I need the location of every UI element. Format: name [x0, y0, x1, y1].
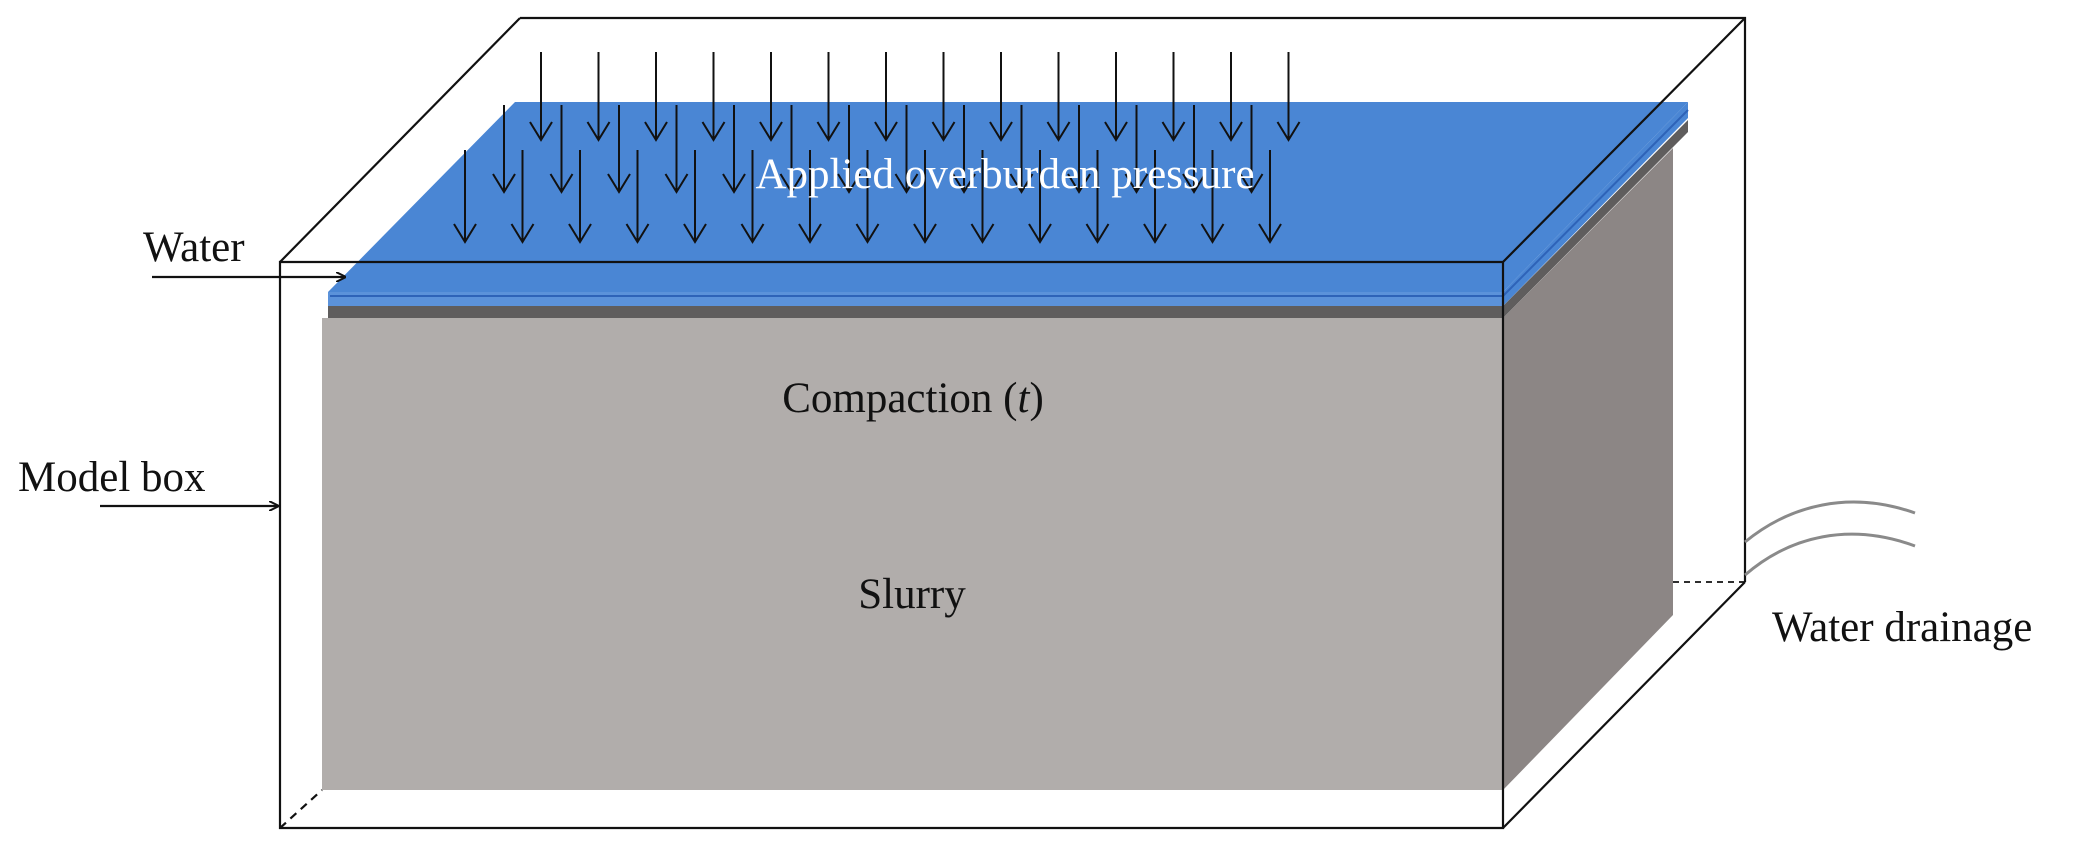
- model-box-label: Model box: [18, 454, 206, 501]
- down-arrow-icon: [644, 52, 668, 142]
- down-arrow-icon: [1009, 105, 1034, 194]
- down-arrow-icon: [1200, 150, 1225, 244]
- down-arrow-icon: [1085, 150, 1110, 244]
- down-arrow-icon: [1219, 52, 1243, 142]
- down-arrow-icon: [1182, 105, 1206, 194]
- down-arrow-icon: [1046, 52, 1071, 142]
- water-layer-front: [328, 292, 1503, 306]
- down-arrow-icon: [1028, 150, 1052, 244]
- down-arrow-icon: [722, 105, 746, 194]
- drainage-pipe: [1673, 500, 1916, 583]
- down-arrow-icon: [798, 150, 822, 244]
- water-layer: [328, 102, 1689, 306]
- water-drainage-label: Water drainage: [1772, 604, 2032, 651]
- down-arrow-icon: [894, 105, 919, 194]
- down-arrow-icon: [740, 150, 765, 244]
- down-arrow-icon: [453, 150, 477, 244]
- plate-side-face: [1503, 120, 1688, 318]
- down-arrow-icon: [510, 150, 535, 244]
- down-arrow-icon: [683, 150, 707, 244]
- down-arrow-icon: [913, 150, 937, 244]
- water-layer-edge-side: [1502, 109, 1689, 297]
- model-box-hidden-edge: [279, 789, 323, 829]
- down-arrow-icon: [952, 105, 976, 194]
- down-arrow-icon: [931, 52, 956, 142]
- drain-pipe-upper: [1744, 500, 1916, 544]
- down-arrow-icon: [837, 105, 861, 194]
- down-arrow-icon: [1067, 105, 1091, 194]
- slurry-label: Slurry: [858, 571, 966, 618]
- overburden-load-arrows: [453, 52, 1301, 244]
- down-arrow-icon: [664, 105, 689, 194]
- down-arrow-icon: [607, 105, 631, 194]
- down-arrow-icon: [1124, 105, 1149, 194]
- down-arrow-icon: [568, 150, 592, 244]
- slurry-block: [322, 148, 1673, 790]
- model-box-top-left-edge: [279, 17, 521, 263]
- down-arrow-icon: [970, 150, 995, 244]
- down-arrow-icon: [1258, 150, 1282, 244]
- down-arrow-icon: [549, 105, 574, 194]
- drain-pipe-lower: [1744, 532, 1916, 577]
- water-layer-top: [328, 102, 1688, 292]
- down-arrow-icon: [586, 52, 611, 142]
- down-arrow-icon: [874, 52, 898, 142]
- down-arrow-icon: [1143, 150, 1167, 244]
- down-arrow-icon: [759, 52, 783, 142]
- model-box: [278, 16, 1747, 830]
- loading-plate: [328, 120, 1688, 318]
- down-arrow-icon: [1276, 52, 1301, 142]
- down-arrow-icon: [989, 52, 1013, 142]
- down-arrow-icon: [701, 52, 726, 142]
- down-arrow-icon: [1104, 52, 1128, 142]
- pointer-arrows: [100, 277, 345, 506]
- model-box-top-right-edge: [1502, 17, 1746, 263]
- water-label: Water: [143, 224, 245, 271]
- down-arrow-icon: [779, 105, 804, 194]
- down-arrow-icon: [816, 52, 841, 142]
- down-arrow-icon: [492, 105, 516, 194]
- slurry-side-face: [1503, 148, 1673, 790]
- down-arrow-icon: [1239, 105, 1264, 194]
- down-arrow-icon: [529, 52, 553, 142]
- down-arrow-icon: [1161, 52, 1186, 142]
- pressure-label: Applied overburden pressure: [755, 151, 1254, 198]
- compaction-label: Compaction (t): [782, 375, 1044, 422]
- model-box-bottom-right-edge: [1502, 581, 1746, 829]
- down-arrow-icon: [625, 150, 650, 244]
- plate-front-face: [328, 306, 1503, 318]
- slurry-front-face: [322, 318, 1503, 790]
- down-arrow-icon: [855, 150, 880, 244]
